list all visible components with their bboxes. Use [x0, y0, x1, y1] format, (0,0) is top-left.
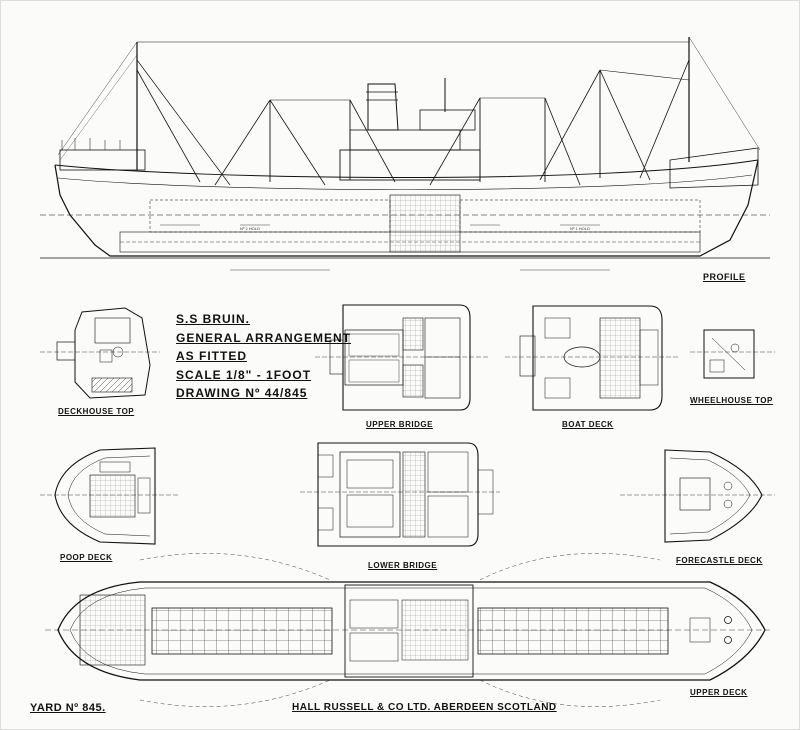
boat-deck-plan: [505, 305, 680, 411]
view-label-upper-bridge: UPPER BRIDGE: [366, 420, 433, 429]
upper-bridge-plan: [315, 304, 490, 411]
view-label-poop-deck: POOP DECK: [60, 553, 113, 562]
view-label-wheelhouse-top: WHEELHOUSE TOP: [690, 396, 773, 405]
poop-deck-plan: [40, 447, 180, 545]
view-label-upper-deck: UPPER DECK: [690, 688, 748, 697]
yard-number: YARD Nº 845.: [30, 702, 106, 714]
view-label-lower-bridge: LOWER BRIDGE: [368, 561, 438, 570]
view-label-forecastle-deck: FORECASTLE DECK: [676, 556, 763, 565]
hold-label-no1: Nº 1 HOLD: [570, 226, 590, 231]
view-label-profile: PROFILE: [703, 272, 746, 282]
title-line-2: AS FITTED: [176, 349, 247, 363]
title-line-1: GENERAL ARRANGEMENT: [176, 330, 352, 345]
builder-name: HALL RUSSELL & CO LTD. ABERDEEN SCOTLAND: [292, 702, 557, 713]
ship-name: S.S BRUIN.: [176, 312, 251, 326]
view-label-deckhouse-top: DECKHOUSE TOP: [58, 407, 135, 416]
upper-deck-plan: [45, 553, 770, 707]
view-label-boat-deck: BOAT DECK: [562, 420, 614, 429]
deckhouse-top-plan: [40, 307, 160, 399]
profile-view: [40, 36, 770, 271]
lower-bridge-plan: [300, 442, 500, 547]
scale-label: SCALE 1/8" - 1FOOT: [176, 367, 312, 382]
hold-label-no2: Nº 2 HOLD: [240, 226, 260, 231]
forecastle-deck-plan: [620, 449, 775, 543]
title-block: S.S BRUIN. GENERAL ARRANGEMENT AS FITTED…: [176, 310, 351, 403]
drawing-number: DRAWING Nº 44/845: [176, 386, 308, 400]
wheelhouse-top-plan: [690, 329, 775, 379]
